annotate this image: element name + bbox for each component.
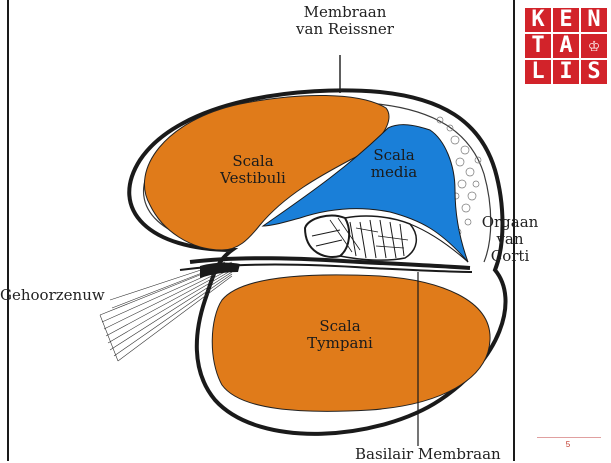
scala-vestibuli-label-line2: Vestibuli (203, 170, 303, 187)
gehoorzenuw-label: Gehoorzenuw (0, 287, 105, 304)
organ-of-corti-label-line3: Corti (478, 248, 542, 265)
organ-of-corti-label-line2: van (478, 231, 542, 248)
logo-letter-9: S (581, 60, 607, 84)
logo-crown-icon: ♔ (581, 34, 607, 58)
scala-vestibuli-label: Scala Vestibuli (203, 153, 303, 187)
scala-tympani-label-line2: Tympani (290, 335, 390, 352)
logo-letter-3: N (581, 8, 607, 32)
reissner-label: Membraan van Reissner (285, 4, 405, 38)
logo-letter-1: K (525, 8, 551, 32)
scala-tympani-label-line1: Scala (290, 318, 390, 335)
logo-letter-4: T (525, 34, 551, 58)
scala-tympani-label: Scala Tympani (290, 318, 390, 352)
organ-of-corti-label: Orgaan van Corti (478, 214, 542, 265)
logo-letter-5: A (553, 34, 579, 58)
reissner-label-line1: Membraan (285, 4, 405, 21)
logo-letter-8: I (553, 60, 579, 84)
reissner-label-line2: van Reissner (285, 21, 405, 38)
logo-letter-2: E (553, 8, 579, 32)
page-number: 5 (558, 440, 578, 449)
scala-media-label-line2: media (364, 164, 424, 181)
logo-letter-7: L (525, 60, 551, 84)
kentalis-logo: K E N T A ♔ L I S (521, 8, 611, 92)
basilar-membrane-label: Basilair Membraan (355, 446, 501, 463)
scala-media-label-line1: Scala (364, 147, 424, 164)
organ-of-corti-label-line1: Orgaan (478, 214, 542, 231)
scala-vestibuli-label-line1: Scala (203, 153, 303, 170)
scala-media-label: Scala media (364, 147, 424, 181)
page-number-rule (537, 437, 601, 438)
